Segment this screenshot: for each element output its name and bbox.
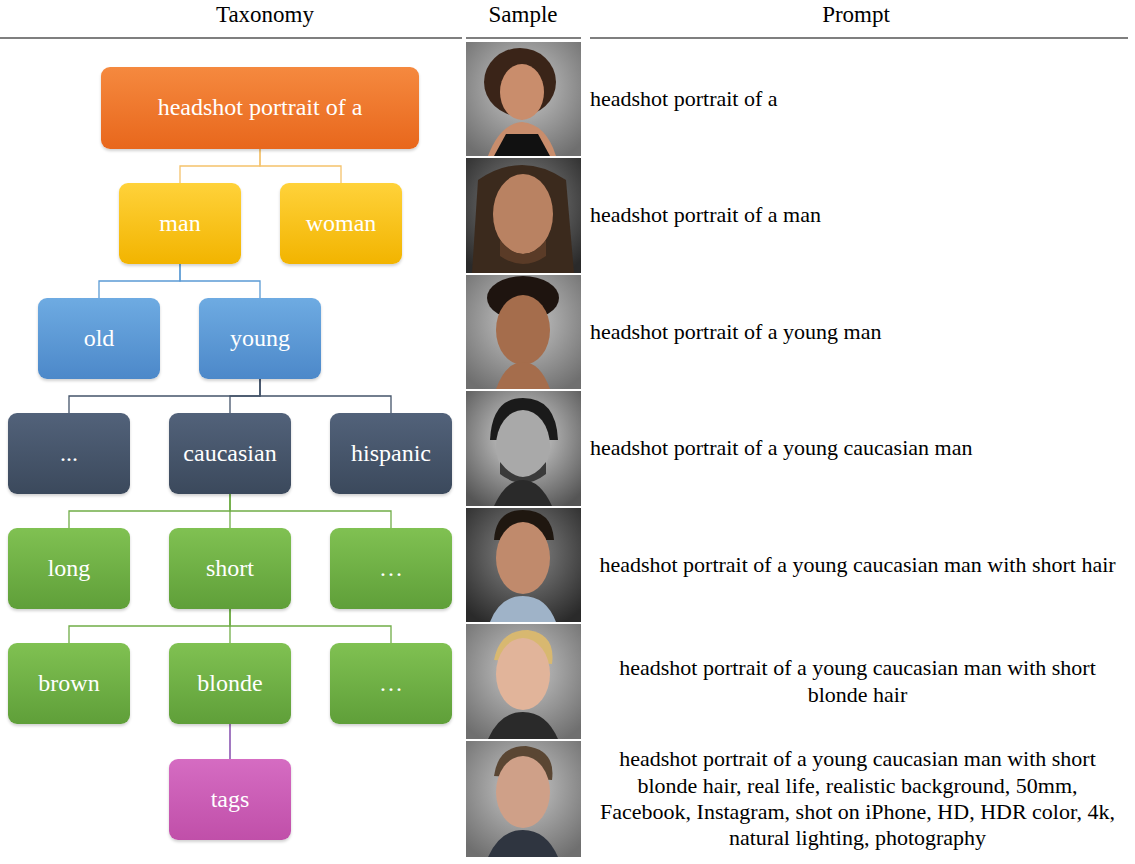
node-text: headshot portrait of a — [152, 94, 369, 122]
taxonomy-box: caucasian — [169, 413, 291, 494]
header-text: Sample — [489, 2, 558, 27]
portrait-photo — [466, 508, 581, 622]
tree-connector — [230, 494, 391, 528]
prompt-cell: headshot portrait of a man — [590, 158, 1125, 273]
node-text: brown — [32, 670, 105, 698]
taxonomy-box: tags — [169, 759, 291, 840]
header-rule — [0, 37, 462, 38]
node-text: man — [153, 210, 206, 238]
tree-connector — [260, 149, 341, 183]
prompt-text: headshot portrait of a young caucasian m… — [590, 435, 972, 461]
node-text: blonde — [191, 670, 268, 698]
taxonomy-box: old — [38, 298, 160, 379]
prompt-cell: headshot portrait of a young caucasian m… — [590, 624, 1125, 739]
taxonomy-box: … — [330, 643, 452, 724]
header-rule — [590, 37, 1128, 38]
node-text: … — [373, 555, 409, 583]
portrait-photo — [466, 158, 581, 273]
node-text: ... — [54, 440, 84, 468]
taxonomy-box: man — [119, 183, 241, 264]
header-text: Prompt — [822, 2, 890, 27]
prompt-cell: headshot portrait of a — [590, 42, 1125, 156]
column-header: Taxonomy — [216, 2, 314, 28]
prompt-text: headshot portrait of a young caucasian m… — [590, 746, 1125, 852]
prompt-text: headshot portrait of a man — [590, 202, 821, 228]
portrait-photo — [466, 275, 581, 389]
taxonomy-box: woman — [280, 183, 402, 264]
prompt-text: headshot portrait of a — [590, 86, 778, 112]
node-text: woman — [300, 210, 383, 238]
taxonomy-box: brown — [8, 643, 130, 724]
tree-connector — [69, 494, 230, 528]
node-text: old — [78, 325, 121, 353]
taxonomy-box: long — [8, 528, 130, 609]
prompt-text: headshot portrait of a young caucasian m… — [590, 655, 1125, 708]
taxonomy-box: blonde — [169, 643, 291, 724]
tree-connector — [230, 609, 391, 643]
column-header: Prompt — [822, 2, 890, 28]
portrait-photo — [466, 741, 581, 857]
header-rule — [466, 37, 581, 38]
node-text: caucasian — [177, 440, 282, 468]
prompt-cell: headshot portrait of a young caucasian m… — [590, 508, 1125, 622]
tree-connector — [69, 609, 230, 643]
node-text: young — [224, 325, 296, 353]
tree-connector — [180, 149, 260, 183]
prompt-cell: headshot portrait of a young caucasian m… — [590, 741, 1125, 857]
node-text: short — [200, 555, 260, 583]
portrait-photo — [466, 42, 581, 156]
prompt-cell: headshot portrait of a young man — [590, 275, 1125, 389]
prompt-cell: headshot portrait of a young caucasian m… — [590, 391, 1125, 506]
tree-connector — [69, 379, 260, 413]
taxonomy-box: ... — [8, 413, 130, 494]
prompt-text: headshot portrait of a young man — [590, 319, 881, 345]
node-text: … — [373, 670, 409, 698]
tree-connector — [180, 264, 260, 298]
tree-connector — [99, 264, 180, 298]
column-header: Sample — [489, 2, 558, 28]
taxonomy-box: … — [330, 528, 452, 609]
taxonomy-box: headshot portrait of a — [101, 67, 419, 149]
tree-connector — [230, 379, 260, 413]
node-text: tags — [205, 786, 256, 814]
prompt-text: headshot portrait of a young caucasian m… — [599, 552, 1115, 578]
tree-connector — [260, 379, 391, 413]
portrait-photo — [466, 624, 581, 739]
node-text: long — [42, 555, 97, 583]
taxonomy-box: short — [169, 528, 291, 609]
portrait-photo — [466, 391, 581, 506]
taxonomy-box: hispanic — [330, 413, 452, 494]
tree-connector — [229, 724, 230, 759]
node-text: hispanic — [345, 440, 437, 468]
header-text: Taxonomy — [216, 2, 314, 27]
taxonomy-box: young — [199, 298, 321, 379]
